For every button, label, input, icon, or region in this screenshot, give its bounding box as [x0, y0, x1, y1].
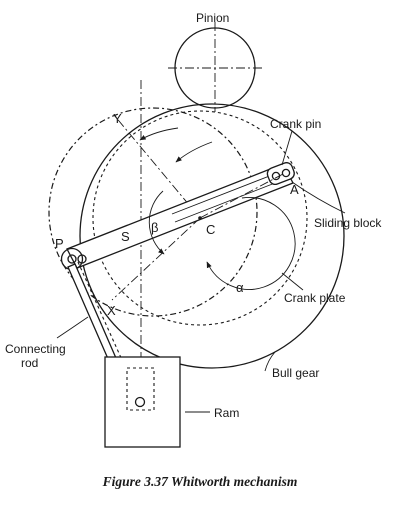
connecting-rod-leader — [56, 316, 89, 339]
alpha-arc — [206, 197, 296, 290]
crank-plate-label: Crank plate — [284, 291, 346, 305]
figure-caption: Figure 3.37 Whitworth mechanism — [102, 474, 298, 489]
point-s-label: S — [121, 229, 130, 244]
sliding-block — [266, 162, 295, 186]
sliding-block-label: Sliding block — [314, 216, 382, 230]
ram-label: Ram — [214, 406, 239, 420]
point-c-label: C — [206, 222, 215, 237]
pinion-label: Pinion — [196, 11, 229, 25]
point-x-label: X — [107, 303, 116, 318]
bull-gear-circle — [79, 103, 345, 369]
line-c-to-x — [111, 217, 201, 301]
pivot-c-dot — [198, 216, 202, 220]
bull-gear-leader — [264, 351, 276, 372]
crank-pin-label: Crank pin — [270, 117, 321, 131]
beta-arc — [148, 190, 165, 255]
point-p-label: P — [55, 236, 64, 251]
crank-pin-leader — [281, 130, 293, 166]
crank-plate-circle — [92, 110, 308, 326]
line-c-to-y — [113, 114, 201, 219]
pinion — [168, 22, 262, 112]
slotted-lever — [60, 163, 294, 271]
bull-gear-rotation-arrow — [139, 127, 179, 141]
bull-gear-label: Bull gear — [272, 366, 319, 380]
angle-alpha-label: α — [236, 280, 244, 295]
connecting-rod-label-line1: Connecting — [5, 342, 66, 356]
point-a-label: A — [290, 182, 299, 197]
connecting-rod-label-line2: rod — [21, 356, 38, 370]
ram — [104, 356, 181, 448]
crank-rotation-arrow — [175, 141, 213, 163]
crank-radius — [199, 173, 284, 219]
sliding-block-leader — [291, 181, 346, 214]
point-y-label: Y — [113, 111, 122, 126]
crank-pin-path-circle — [48, 107, 258, 317]
point-beta-label: β — [151, 220, 158, 235]
crank-plate-leader — [281, 272, 304, 291]
